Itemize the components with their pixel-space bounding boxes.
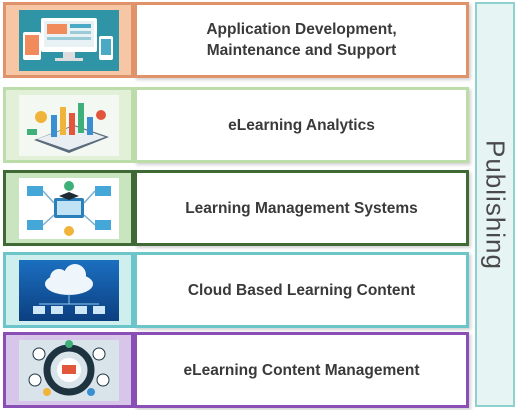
service-row-learning-management-systems: Learning Management Systems <box>3 170 469 246</box>
label-box: Cloud Based Learning Content <box>134 252 469 328</box>
service-row-elearning-analytics: eLearning Analytics <box>3 87 469 163</box>
publishing-side-bar: Publishing <box>475 2 515 407</box>
service-label: Application Development, Maintenance and… <box>206 21 397 59</box>
thumb-box <box>3 2 134 78</box>
analytics-icon <box>19 95 119 156</box>
devices-icon <box>19 10 119 71</box>
lms-icon <box>19 178 119 239</box>
thumb-box <box>3 87 134 163</box>
thumb-box <box>3 252 134 328</box>
publishing-label: Publishing <box>480 139 511 270</box>
service-label: Learning Management Systems <box>185 199 418 217</box>
service-label: eLearning Content Management <box>183 361 420 379</box>
thumb-box <box>3 332 134 408</box>
label-box: Application Development, Maintenance and… <box>134 2 469 78</box>
label-box: eLearning Analytics <box>134 87 469 163</box>
thumb-box <box>3 170 134 246</box>
content-wheel-icon <box>19 340 119 401</box>
service-row-app-development: Application Development, Maintenance and… <box>3 2 469 78</box>
label-box: eLearning Content Management <box>134 332 469 408</box>
service-row-cloud-learning-content: Cloud Based Learning Content <box>3 252 469 328</box>
label-box: Learning Management Systems <box>134 170 469 246</box>
service-label: Cloud Based Learning Content <box>187 281 416 299</box>
cloud-icon <box>19 260 119 321</box>
service-label: eLearning Analytics <box>228 116 375 134</box>
service-row-content-management: eLearning Content Management <box>3 332 469 408</box>
